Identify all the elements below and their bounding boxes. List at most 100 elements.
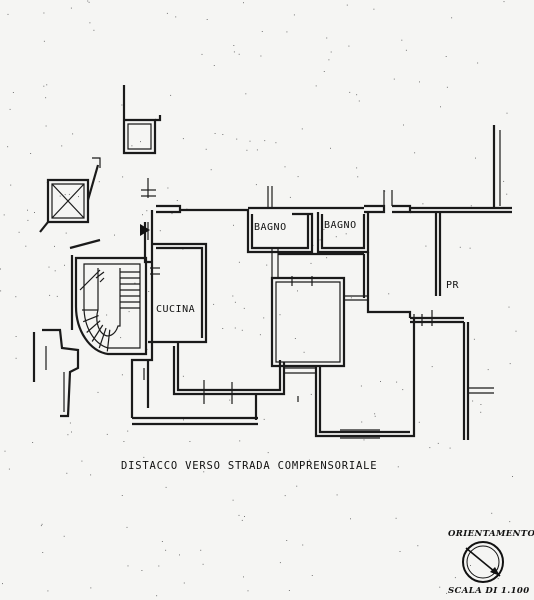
- paper-speck: [222, 328, 224, 329]
- paper-speck: [301, 128, 303, 130]
- paper-speck: [8, 468, 10, 470]
- paper-speck: [49, 294, 51, 296]
- paper-speck: [40, 525, 42, 527]
- paper-speck: [0, 268, 1, 270]
- paper-speck: [418, 421, 420, 423]
- paper-speck: [363, 439, 365, 441]
- paper-speck: [183, 419, 184, 421]
- paper-speck: [470, 565, 471, 566]
- paper-speck: [210, 169, 212, 171]
- paper-speck: [446, 592, 448, 594]
- paper-speck: [419, 81, 420, 83]
- vent-box: [39, 157, 101, 233]
- paper-speck: [233, 51, 235, 53]
- paper-speck: [345, 233, 347, 235]
- compass-icon: [462, 541, 504, 583]
- paper-speck: [43, 12, 45, 14]
- paper-speck: [68, 193, 70, 195]
- paper-speck: [475, 157, 476, 159]
- paper-speck: [323, 71, 325, 72]
- paper-speck: [3, 214, 5, 216]
- paper-speck: [201, 53, 203, 55]
- paper-speck: [123, 441, 125, 442]
- paper-speck: [508, 306, 510, 308]
- chimney-shaft: [122, 85, 162, 155]
- paper-speck: [183, 582, 185, 584]
- paper-speck: [431, 366, 433, 368]
- paper-speck: [65, 232, 67, 234]
- paper-speck: [249, 140, 251, 142]
- paper-speck: [384, 190, 386, 192]
- room-label-bagno-1: BAGNO: [254, 222, 287, 233]
- room-label-partial: PR: [446, 280, 460, 291]
- paper-speck: [166, 12, 168, 14]
- paper-speck: [349, 91, 351, 93]
- paper-speck: [158, 565, 160, 567]
- paper-speck: [503, 180, 505, 182]
- paper-speck: [374, 415, 376, 417]
- paper-speck: [7, 146, 9, 148]
- paper-speck: [93, 29, 95, 31]
- paper-speck: [88, 1, 90, 3]
- paper-speck: [12, 92, 14, 93]
- paper-speck: [146, 210, 148, 212]
- paper-speck: [346, 4, 348, 6]
- paper-speck: [131, 145, 133, 147]
- paper-speck: [245, 93, 247, 95]
- paper-speck: [449, 447, 451, 449]
- paper-speck: [182, 138, 184, 140]
- paper-speck: [425, 245, 427, 247]
- paper-speck: [388, 293, 390, 295]
- paper-speck: [234, 301, 236, 303]
- paper-speck: [241, 329, 243, 331]
- paper-speck: [46, 84, 48, 86]
- paper-speck: [446, 86, 448, 88]
- paper-speck: [356, 167, 358, 169]
- paper-speck: [361, 421, 363, 423]
- bottom-walls: [132, 368, 258, 426]
- paper-speck: [303, 351, 305, 353]
- paper-speck: [405, 49, 407, 51]
- paper-speck: [238, 514, 240, 516]
- paper-speck: [401, 39, 403, 41]
- paper-speck: [32, 442, 34, 443]
- paper-speck: [59, 195, 61, 197]
- paper-speck: [437, 442, 439, 444]
- paper-speck: [171, 213, 173, 215]
- paper-speck: [288, 590, 290, 591]
- paper-speck: [203, 471, 205, 473]
- paper-speck: [294, 338, 296, 339]
- paper-speck: [330, 51, 332, 53]
- paper-speck: [440, 106, 441, 108]
- paper-speck: [127, 565, 129, 567]
- paper-speck: [121, 374, 123, 376]
- entrance-arrow-icon: [140, 222, 153, 240]
- paper-speck: [238, 261, 240, 263]
- paper-speck: [126, 526, 128, 528]
- paper-speck: [275, 142, 277, 144]
- paper-speck: [233, 224, 234, 226]
- room-bagno-2: [316, 212, 370, 254]
- paper-speck: [395, 517, 397, 519]
- paper-speck: [233, 45, 235, 46]
- paper-speck: [243, 576, 244, 578]
- paper-speck: [470, 205, 472, 207]
- paper-speck: [323, 229, 325, 230]
- paper-speck: [189, 441, 191, 442]
- paper-speck: [515, 330, 517, 332]
- paper-speck: [90, 587, 92, 589]
- paper-speck: [232, 295, 234, 297]
- paper-speck: [308, 459, 310, 461]
- paper-speck: [429, 447, 431, 449]
- paper-speck: [326, 257, 328, 259]
- paper-speck: [315, 85, 317, 87]
- paper-speck: [27, 209, 28, 211]
- paper-speck: [167, 187, 169, 189]
- paper-speck: [247, 590, 249, 592]
- paper-speck: [63, 535, 65, 537]
- paper-speck: [334, 220, 336, 222]
- paper-speck: [0, 290, 2, 292]
- paper-speck: [459, 246, 461, 248]
- paper-speck: [255, 184, 257, 186]
- paper-speck: [70, 7, 72, 9]
